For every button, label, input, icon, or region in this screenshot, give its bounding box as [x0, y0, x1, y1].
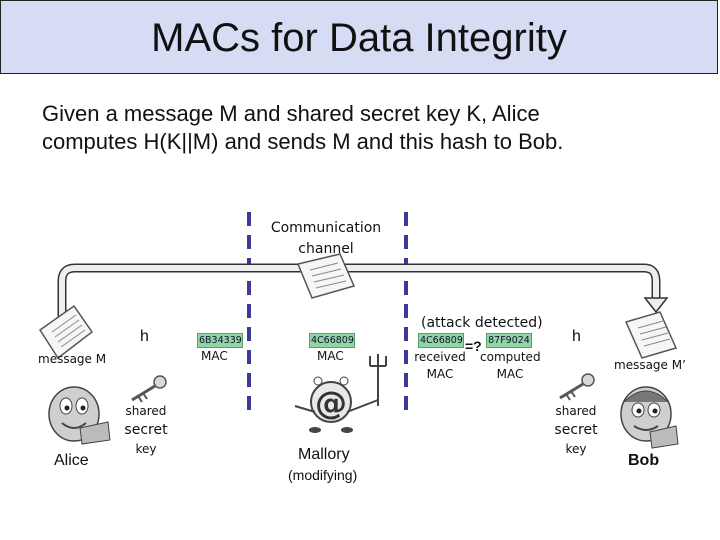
- received-label-line-1: received: [414, 350, 466, 364]
- intro-line-1: Given a message M and shared secret key …: [42, 101, 540, 126]
- mallory-mac-value: 4C66809: [309, 333, 355, 348]
- bob-name: Bob: [628, 452, 660, 469]
- channel-label-line-2: channel: [298, 241, 354, 257]
- mallory-mac-label: MAC: [317, 349, 344, 363]
- alice-character-icon: [48, 386, 111, 445]
- alice-message-label: message M: [38, 352, 107, 366]
- alice-mac-label: MAC: [201, 349, 228, 363]
- computed-label-line-1: computed: [480, 350, 541, 364]
- alice-key-icon: [131, 375, 167, 403]
- attack-detected-label: (attack detected): [421, 315, 543, 331]
- slide-title: MACs for Data Integrity: [151, 16, 567, 60]
- bob-hash-label: h: [572, 328, 581, 345]
- transfer-arrow: [57, 263, 669, 318]
- channel-label: Communication channel: [262, 218, 390, 260]
- alice-key-line-1: shared: [125, 404, 167, 418]
- bob-key-icon: [559, 373, 595, 401]
- alice-hash-label: h: [140, 328, 149, 345]
- computed-label: computed MAC: [480, 349, 541, 383]
- computed-label-line-2: MAC: [496, 367, 524, 381]
- alice-key-line-3: key: [135, 442, 157, 456]
- mallory-name: Mallory: [298, 446, 350, 463]
- bob-received-mac-value: 4C66809: [418, 333, 464, 348]
- bob-key-label: shared secret key: [550, 402, 602, 459]
- mallory-action: (modifying): [288, 467, 358, 483]
- bob-key-line-3: key: [565, 442, 587, 456]
- bob-character-icon: [620, 386, 679, 449]
- svg-text:@: @: [315, 384, 347, 422]
- alice-key-line-2: secret: [124, 422, 168, 438]
- bob-document-icon: [624, 311, 678, 359]
- intro-line-2: computes H(K||M) and sends M and this ha…: [42, 129, 564, 154]
- alice-document-icon: [38, 304, 94, 360]
- bob-key-line-1: shared: [555, 404, 597, 418]
- received-label-line-2: MAC: [426, 367, 454, 381]
- bob-key-line-2: secret: [554, 422, 598, 438]
- alice-name: Alice: [54, 452, 89, 469]
- compare-symbol: =?: [465, 338, 482, 354]
- bob-message-label: message M’: [614, 358, 686, 372]
- bob-computed-mac-value: 87F9024: [486, 333, 532, 348]
- mallory-character-icon: @: [294, 354, 387, 433]
- alice-key-label: shared secret key: [120, 402, 172, 459]
- alice-mac-value: 6B34339: [197, 333, 243, 348]
- channel-document-icon: [296, 253, 356, 299]
- title-bar: [0, 0, 718, 74]
- channel-label-line-1: Communication: [270, 220, 382, 236]
- received-label: received MAC: [412, 349, 468, 383]
- intro-text: Given a message M and shared secret key …: [42, 100, 702, 156]
